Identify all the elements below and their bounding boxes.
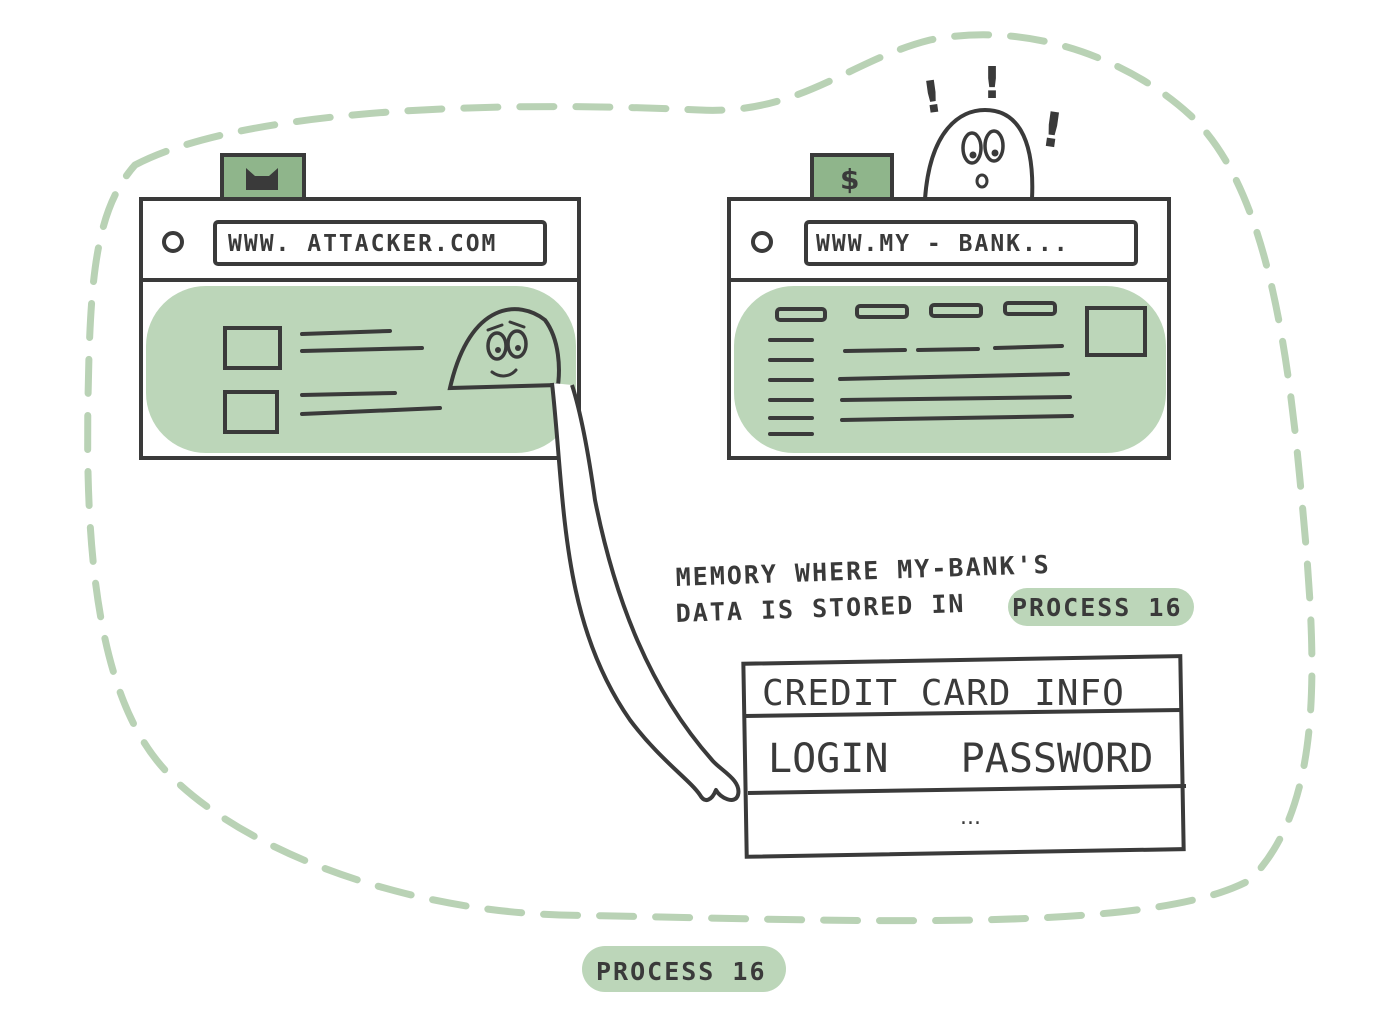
bank-browser-window: $ ! ! ! WWW.MY - BANK... [727,58,1171,460]
bank-url: WWW.MY - BANK... [816,231,1070,257]
attacker-arm [550,382,741,802]
process-highlight-inline [1008,588,1194,626]
svg-text:PROCESS 16: PROCESS 16 [1012,593,1183,622]
attacker-url: WWW. ATTACKER.COM [228,231,497,257]
process-label: PROCESS 16 [582,946,786,992]
svg-text:!: ! [982,58,1002,109]
svg-text:DATA IS STORED IN: DATA IS STORED IN [675,589,966,628]
bank-window-dot [751,231,773,253]
dollar-icon: $ [840,163,859,196]
svg-text:!: ! [919,71,946,124]
memory-row-credit-card: CREDIT CARD INFO [762,673,1125,714]
svg-text:PROCESS 16: PROCESS 16 [596,957,767,986]
cat-icon [246,168,278,190]
memory-row-login-password: LOGIN PASSWORD [768,736,1153,782]
process-boundary [84,31,1316,925]
memory-caption: MEMORY WHERE MY-BANK'S DATA IS STORED IN… [675,550,1194,628]
bank-address-bar [804,220,1138,266]
memory-table: CREDIT CARD INFO LOGIN PASSWORD ... [741,654,1187,859]
attacker-address-bar [213,220,547,266]
svg-text:MEMORY WHERE MY-BANK'S: MEMORY WHERE MY-BANK'S [675,550,1051,592]
bank-content-area [734,286,1166,453]
attacker-browser-window: WWW. ATTACKER.COM [139,153,581,460]
scared-creature [922,107,1035,201]
attacker-creature [447,307,561,391]
svg-text:!: ! [1037,101,1066,160]
memory-row-ellipsis: ... [960,805,981,830]
attacker-window-dot [162,231,184,253]
